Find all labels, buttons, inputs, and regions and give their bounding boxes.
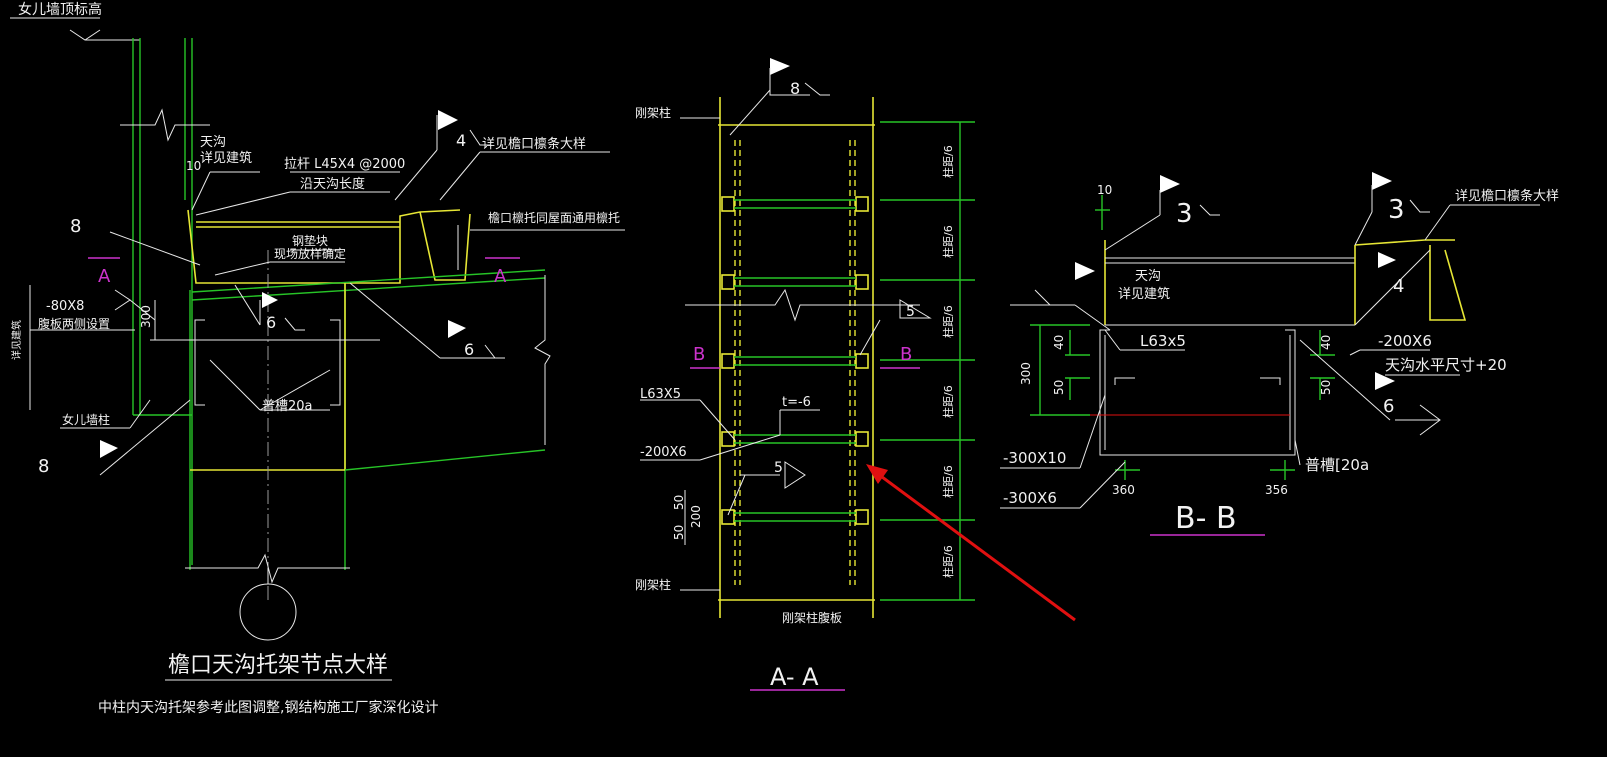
aa-spacing-2: 柱距/6 [941,225,955,258]
parapet-top-label: 女儿墙顶标高 [18,1,102,18]
aa-rungs [721,196,869,525]
see-structure: 详见建筑 [10,320,23,360]
field-lofting: 现场放样确定 [274,246,346,261]
bb-gutter-plus-20: 天沟水平尺寸+20 [1385,356,1507,374]
aa-col-bottom: 刚架柱 [635,577,671,592]
bb-dim-50a: 50 [1052,380,1066,395]
bb-weld-3a: 3 [1176,199,1193,229]
bb-plate-300x6: -300X6 [1003,489,1057,507]
aa-t6: t=-6 [782,395,811,410]
dim-10: 10 [186,159,201,173]
aa-view: 8 刚架柱 刚架柱 刚架柱腹板 L63X5 -200X6 t=-6 5 5 50… [635,58,1076,691]
along-gutter-length: 沿天沟长度 [300,176,365,192]
bb-weld-4: 4 [1393,276,1404,297]
gutter-label: 天沟 [200,135,226,150]
steel-pad: 钢垫块 [292,233,328,248]
bb-gutter-see-arch: 详见建筑 [1118,286,1170,302]
aa-dim-50b: 50 [672,525,686,540]
plate-80x8: -80X8 [46,299,84,314]
left-note: 中柱内天沟托架参考此图调整,钢结构施工厂家深化设计 [98,699,438,716]
aa-weld-5a: 5 [906,304,915,320]
tie-rod-label: 拉杆 L45X4 @2000 [284,157,405,172]
aa-dim-200: 200 [689,505,703,528]
bb-title: B- B [1175,501,1237,536]
left-detail: 女儿墙顶标高 [10,1,625,716]
bb-plate-200x6: -200X6 [1378,332,1432,350]
weld-6-right: 6 [464,340,474,359]
eave-purlin-note: 檐口檩托同屋面通用檩托 [488,210,620,225]
aa-spacing-3: 柱距/6 [941,305,955,338]
aa-spacing-5: 柱距/6 [941,465,955,498]
see-eave-purlin: 详见檐口檩条大样 [482,136,586,152]
bb-dim-50b: 50 [1319,380,1333,395]
bb-plate-300x10: -300X10 [1003,449,1066,467]
bb-dim-356: 356 [1265,483,1288,497]
weld-8: 8 [70,216,81,237]
weld-6-center: 6 [266,313,276,332]
weld-4: 4 [456,131,466,150]
bb-channel: 普槽[20a [1305,456,1369,474]
aa-dim-50a: 50 [672,495,686,510]
bb-weld-3b: 3 [1388,195,1405,225]
bb-dim-360: 360 [1112,483,1135,497]
aa-sec-b-left: B [693,344,705,365]
aa-weld-5b: 5 [774,460,783,476]
aa-plate: -200X6 [640,445,687,460]
aa-title: A- A [770,663,819,691]
section-a-right: A [494,266,507,287]
aa-spacing-1: 柱距/6 [941,145,955,178]
web-both-sides: 腹板两侧设置 [38,317,110,331]
section-a-left: A [98,266,111,287]
aa-sec-b-right: B [900,344,912,365]
left-title: 檐口天沟托架节点大样 [168,653,388,678]
aa-spacing-4: 柱距/6 [941,385,955,418]
weld-8-bottom: 8 [38,456,49,477]
gutter-see-arch: 详见建筑 [200,150,252,166]
bb-dim-40b: 40 [1319,335,1333,350]
channel-20a: 普槽20a [262,399,313,414]
aa-spacing-6: 柱距/6 [941,545,955,578]
parapet-column: 女儿墙柱 [62,412,110,427]
aa-angle: L63X5 [640,387,681,402]
aa-weld-8: 8 [790,79,800,98]
aa-col-top: 刚架柱 [635,105,671,120]
bb-dim-300: 300 [1019,362,1033,385]
bb-gutter: 天沟 [1135,269,1161,284]
aa-web-plate: 刚架柱腹板 [782,610,842,625]
bb-angle: L63x5 [1140,332,1186,350]
dim-300: 300 [139,305,153,328]
bb-dim-10: 10 [1097,183,1112,197]
bb-see-eave-purlin: 详见檐口檩条大样 [1455,188,1559,204]
bb-weld-6: 6 [1383,396,1394,417]
bb-view: 10 3 3 详见檐口檩条大样 天沟 详见建筑 4 L63x5 -200X6 天… [1000,172,1559,536]
bb-dim-40a: 40 [1052,335,1066,350]
